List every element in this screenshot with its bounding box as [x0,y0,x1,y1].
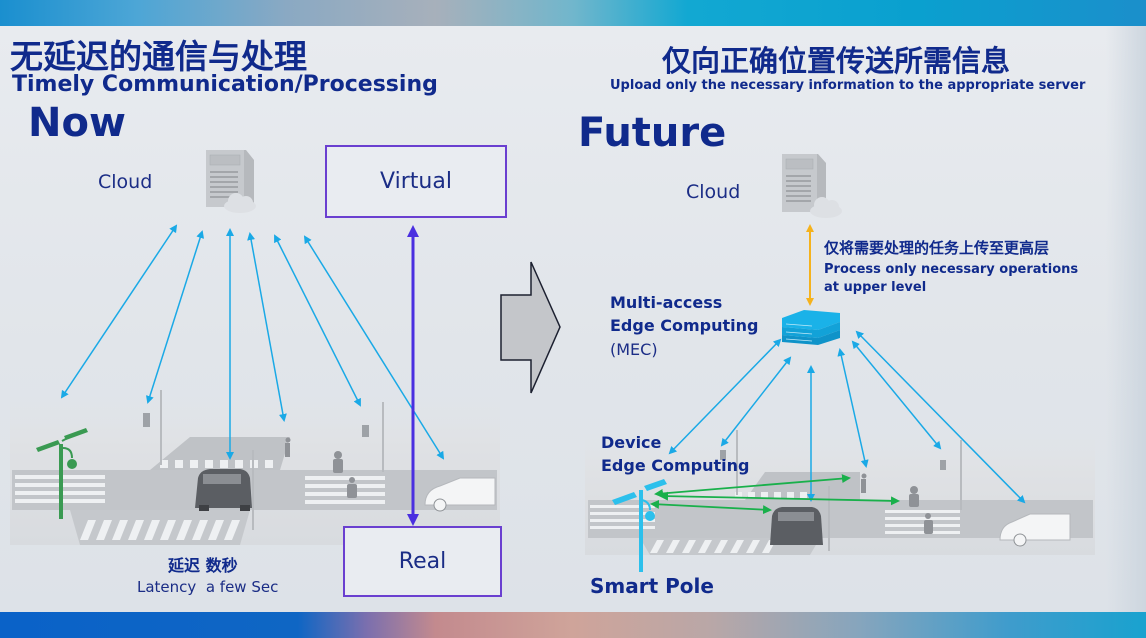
mec-label-line3: (MEC) [610,340,658,359]
real-box: Real [343,526,502,597]
device-edge-label-line2: Edge Computing [601,456,750,475]
slide-edge-shade [1106,26,1146,612]
transition-right-arrow-icon [500,261,561,394]
traffic-light [362,425,369,437]
now-server-with-cloud-icon [206,150,256,213]
now-title-chinese: 无延迟的通信与处理 [10,37,307,76]
virtual-box: Virtual [325,145,507,218]
link-lamp-cloud [60,224,178,399]
upper-level-chinese: 仅将需要处理的任务上传至更高层 [824,239,1050,257]
smart-pole-label: Smart Pole [590,574,714,598]
device-edge-links [650,474,900,515]
mec-label-line1: Multi-access [610,293,723,312]
link-signal2-cloud [274,234,361,407]
virtual-label: Virtual [380,169,452,194]
mec-label-line2: Edge Computing [610,316,759,335]
crosswalk-bottom [80,520,240,540]
latency-chinese: 延迟 数秒 [168,556,238,575]
now-title-english: Timely Communication/Processing [12,72,438,97]
link-whitecar-cloud [303,235,445,460]
mec-server-stack-icon [782,310,840,345]
future-title-english: Upload only the necessary information to… [610,78,1086,93]
link-pedestrian-cloud [247,232,287,422]
link-pole-crosswalk [659,491,900,506]
white-car-icon [999,513,1071,547]
car-icon [770,507,823,545]
link-signal-mec [720,356,792,447]
future-title-chinese: 仅向正确位置传送所需信息 [662,44,1011,78]
device-edge-label-line1: Device [601,433,662,452]
now-street-lamp-icon [36,428,88,519]
now-section-label: Now [28,100,126,146]
upper-level-english-2: at upper level [824,280,927,295]
future-street-scene [585,430,1095,572]
link-pole-car [650,499,772,515]
traffic-light [143,413,150,427]
now-cloud-links [60,224,445,460]
link-signal-cloud [146,230,204,404]
real-label: Real [398,549,447,574]
future-cloud-label: Cloud [686,181,741,203]
upper-level-english-1: Process only necessary operations [824,262,1079,277]
link-whitecar-mec [855,330,1026,504]
top-decorative-band [0,0,1146,26]
future-section-label: Future [578,110,727,156]
latency-english: Latency a few Sec [137,578,279,596]
car-icon [195,469,252,511]
crosswalk-right [305,476,385,504]
future-server-with-cloud-icon [782,154,842,218]
now-street-scene [10,390,500,545]
white-car-icon [424,477,496,512]
now-cloud-label: Cloud [98,171,153,193]
bottom-decorative-band [0,612,1146,638]
link-pole-pedestrian [654,474,851,498]
